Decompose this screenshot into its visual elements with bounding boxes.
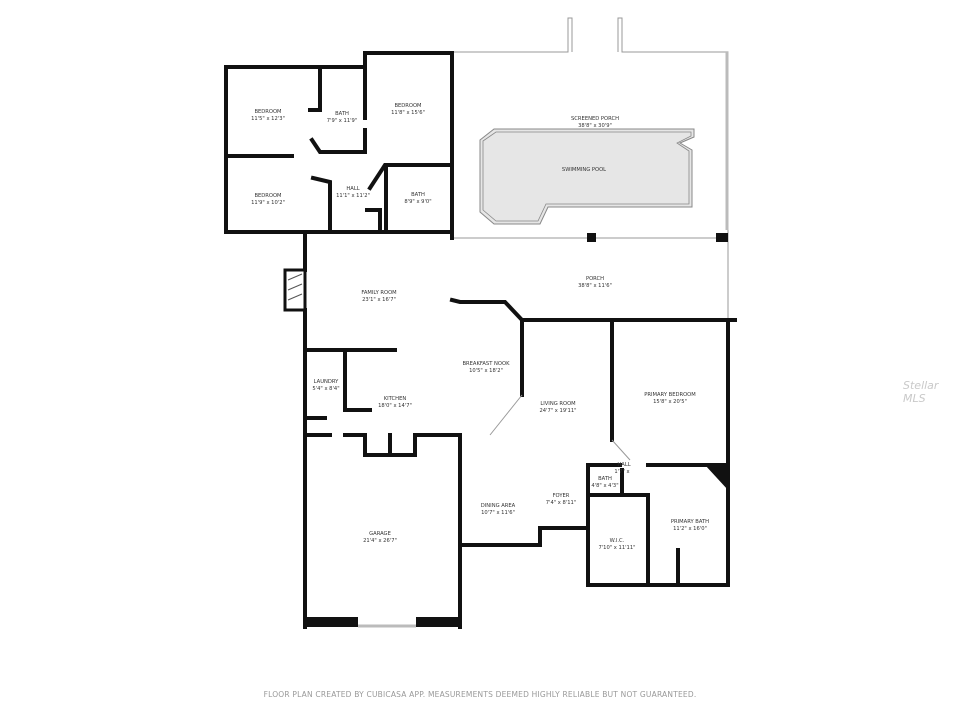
kitchen-size: 18'0" x 14'7" [378,403,412,409]
screened-porch-size: 38'8" x 30'9" [578,123,612,129]
screened-porch-name: SCREENED PORCH [571,116,619,122]
wic-name: W.I.C. [610,538,625,544]
bath3-name: BATH [598,476,612,482]
hall2-size: 1'7" x [614,469,629,475]
bedroom3-size: 11'9" x 10'2" [251,200,285,206]
bedroom3-name: BEDROOM [254,193,281,199]
porch-name: PORCH [586,276,604,282]
bedroom1-size: 11'5" x 12'3" [251,116,285,122]
pool-name: SWIMMING POOL [562,167,606,173]
primary-bedroom-name: PRIMARY BEDROOM [644,392,695,398]
room-labels: BEDROOM 11'5" x 12'3" BATH 7'9" x 11'9" … [251,103,709,551]
bath3-size: 4'8" x 4'3" [591,483,618,489]
bath2-size: 8'9" x 9'0" [404,199,431,205]
footer-disclaimer: FLOOR PLAN CREATED BY CUBICASA APP. MEAS… [263,690,697,699]
living-room-name: LIVING ROOM [540,401,575,407]
kitchen-name: KITCHEN [384,396,407,402]
primary-bath-size: 11'2" x 16'0" [673,526,707,532]
fireplace [283,268,307,312]
primary-bath-name: PRIMARY BATH [671,519,709,525]
bath1-name: BATH [335,111,349,117]
dining-area-size: 10'7" x 11'6" [481,510,515,516]
primary-bedroom-size: 15'8" x 20'5" [653,399,687,405]
bedroom2-size: 11'8" x 15'6" [391,110,425,116]
bedroom1-name: BEDROOM [254,109,281,115]
walls [224,51,737,629]
bath2-name: BATH [411,192,425,198]
family-room-name: FAMILY ROOM [361,290,396,296]
breakfast-nook-name: BREAKFAST NOOK [462,361,510,367]
living-room-size: 24'7" x 19'11" [539,408,576,414]
bedroom2-name: BEDROOM [394,103,421,109]
watermark: Stellar MLS [903,379,939,405]
screened-porch-outline [452,17,729,320]
bath1-size: 7'9" x 11'9" [327,118,358,124]
breakfast-nook-size: 10'5" x 18'2" [469,368,503,374]
foyer-name: FOYER [553,493,570,499]
dining-area-name: DINING AREA [481,503,516,509]
swimming-pool [479,128,695,225]
column [716,233,728,242]
hall1-name: HALL [346,186,359,192]
family-room-size: 23'1" x 16'7" [362,297,396,303]
column [587,233,596,242]
wic-size: 7'10" x 11'11" [598,545,635,551]
garage-name: GARAGE [369,531,391,537]
porch-size: 38'8" x 11'6" [578,283,612,289]
garage-size: 21'4" x 26'7" [363,538,397,544]
hall2-name: HALL [617,462,630,468]
hall1-size: 11'1" x 11'2" [336,193,370,199]
laundry-name: LAUNDRY [314,379,340,385]
foyer-size: 7'4" x 8'11" [546,500,577,506]
laundry-size: 5'4" x 8'4" [312,386,339,392]
